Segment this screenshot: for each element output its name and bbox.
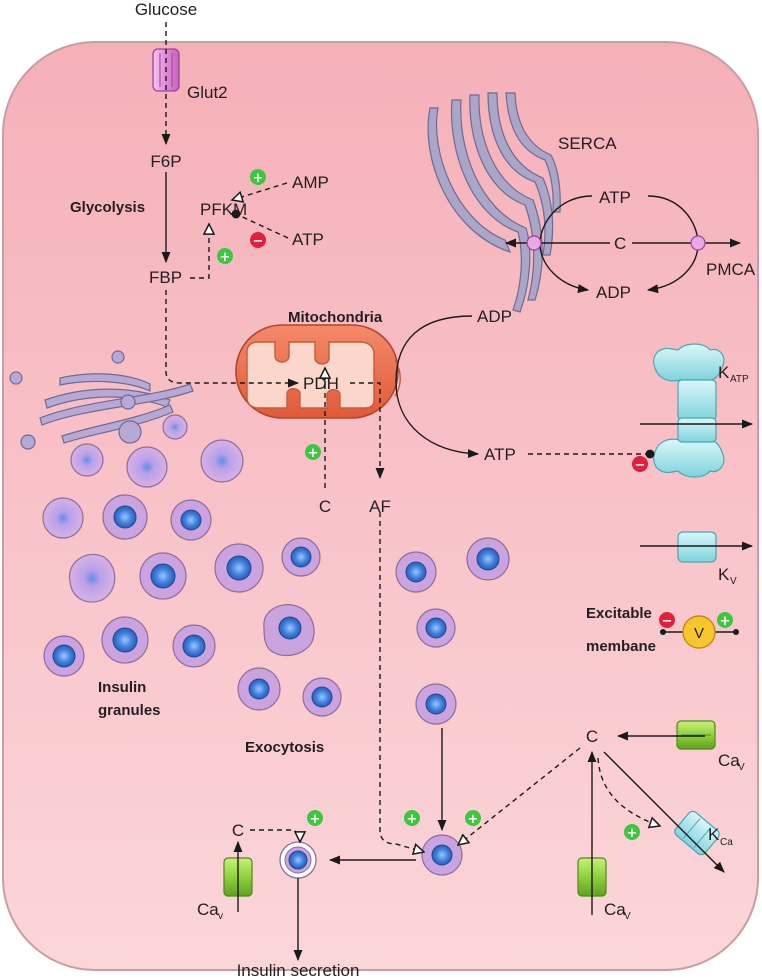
label-c-left: C [232,821,244,840]
arrow-fbp-pfkm [190,224,209,279]
svg-text:−: − [253,234,264,249]
arrow-adp-atp-mito [395,315,480,459]
svg-text:+: + [468,812,479,827]
voltmeter: V [660,615,739,649]
plus-icon: + [404,810,420,827]
cell-body [2,41,759,971]
svg-text:V: V [730,576,737,587]
label-adp-pump: ADP [596,283,631,302]
arrow-c-right-kca [597,757,660,826]
plus-icon: + [624,824,640,841]
arrow-pdh-af [350,382,385,480]
label-cav-bottom: Ca V [604,900,631,922]
svg-text:+: + [407,812,418,827]
arrow-fbp-pdh [165,290,300,388]
minus-signs: − − − [250,232,675,629]
arrow-amp-pfkm [232,182,288,200]
arrow-c-right-exocytosis [458,747,581,845]
label-granules: granules [98,702,161,719]
label-glut2: Glut2 [187,83,228,102]
label-pdh: PDH [303,374,339,393]
svg-text:Ca: Ca [197,900,219,919]
label-pfkm: PFKM [200,200,247,219]
plus-signs: + + + + + + + + [217,169,733,841]
arrow-af-exocytosis [379,512,424,852]
label-glycolysis: Glycolysis [70,199,145,216]
label-atp-pfkm: ATP [292,230,324,249]
plus-icon: + [305,444,321,461]
label-mitochondria: Mitochondria [288,309,383,326]
svg-text:K: K [718,565,730,584]
label-cav-left: Ca v [197,900,223,922]
minus-icon: − [659,612,675,629]
label-membane: membane [586,638,656,655]
svg-text:V: V [738,762,745,773]
arrow-kca-flux [603,751,725,873]
svg-text:V: V [624,911,631,922]
cav-channel-right [676,720,716,750]
label-kca: K Ca [708,825,733,848]
voltmeter-label: V [694,625,704,642]
katp-channel [653,343,725,478]
inhibit-atp-pfkm [231,209,289,239]
label-c-pump: C [614,234,626,253]
svg-text:−: − [662,614,673,629]
svg-text:+: + [308,446,319,461]
insulin-granules [42,414,510,879]
svg-text:v: v [218,911,223,922]
minus-icon: − [632,456,648,473]
fusing-granule [279,841,317,879]
label-c-right: C [586,727,598,746]
svg-text:−: − [635,458,646,473]
label-exocytosis: Exocytosis [245,739,324,756]
label-glucose: Glucose [135,0,197,19]
golgi-apparatus [9,350,194,450]
svg-text:+: + [627,826,638,841]
label-atp-pump: ATP [599,188,631,207]
svg-text:K: K [718,363,730,382]
svg-text:+: + [720,614,731,629]
label-af: AF [369,497,391,516]
plus-icon: + [717,612,733,629]
label-amp: AMP [292,173,329,192]
label-insulin-secretion: Insulin secretion [237,961,360,978]
arrow-c-left-fusion [250,829,300,842]
label-adp-mito: ADP [477,307,512,326]
label-atp-mito: ATP [484,445,516,464]
minus-icon: − [250,232,266,249]
label-c-pdh: C [319,497,331,516]
svg-text:+: + [220,250,231,265]
plus-icon: + [217,248,233,265]
serca-pump [526,235,542,251]
plus-icon: + [465,810,481,827]
label-serca: SERCA [558,134,617,153]
endoplasmic-reticulum [427,92,561,313]
label-pmca: PMCA [706,260,756,279]
mitochondria [235,324,401,419]
svg-text:Ca: Ca [604,900,626,919]
label-katp: K ATP [718,363,749,385]
svg-text:+: + [253,171,264,186]
svg-text:+: + [310,812,321,827]
svg-text:Ca: Ca [718,751,740,770]
pmca-pump [690,235,706,251]
label-kv: K V [718,565,737,587]
svg-text:ATP: ATP [730,374,749,385]
svg-text:K: K [708,825,720,844]
label-f6p: F6P [150,152,181,171]
plus-icon: + [250,169,266,186]
svg-text:Ca: Ca [720,837,733,848]
label-insulin: Insulin [98,679,146,696]
plus-icon: + [307,810,323,827]
label-excitable: Excitable [586,605,652,622]
kv-channel [677,531,717,563]
label-fbp: FBP [149,268,182,287]
label-cav-right: Ca V [718,751,745,773]
